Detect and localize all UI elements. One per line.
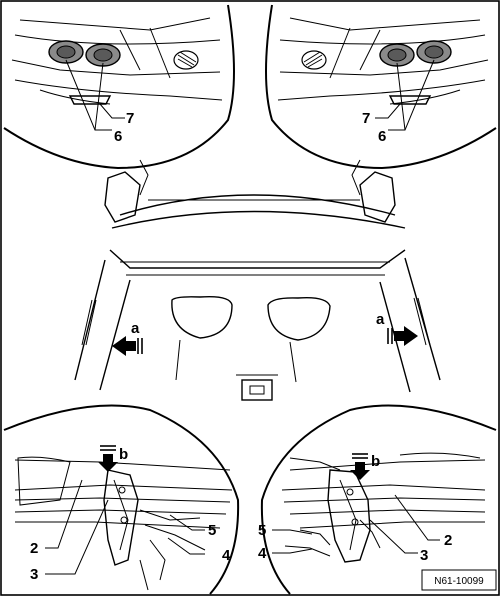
callout-6-top-left: 6	[114, 128, 122, 145]
callout-6-top-right: 6	[378, 128, 386, 145]
grommet-right-1	[416, 40, 452, 64]
figure-code-box: N61-10099	[421, 569, 497, 591]
speaker-vent-left	[173, 50, 199, 70]
figure-code: N61-10099	[434, 576, 484, 587]
speaker-vent-right	[301, 50, 327, 70]
callout-4-bottom-right: 4	[258, 545, 267, 562]
callout-4-bottom-left: 4	[222, 547, 231, 564]
arrow-b-right: b	[350, 453, 380, 480]
arrow-a-left: a	[112, 320, 143, 356]
arrow-label-a-right: a	[376, 311, 385, 328]
arrow-label-b-left: b	[119, 446, 128, 463]
detail-top-left: 6 7	[3, 4, 235, 170]
callout-2-bottom-left: 2	[30, 540, 38, 557]
callout-3-bottom-right: 3	[420, 547, 428, 564]
detail-top-right: 6 7	[265, 4, 497, 170]
callout-3-bottom-left: 3	[30, 566, 38, 583]
callout-7-top-left: 7	[126, 110, 134, 127]
callout-5-bottom-right: 5	[258, 522, 266, 539]
grommet-left-1	[48, 40, 84, 64]
grommet-left-2	[85, 43, 121, 67]
grommet-right-2	[379, 43, 415, 67]
arrow-a-right: a	[376, 311, 418, 346]
detail-bottom-right: b 2 3 4 5	[258, 404, 497, 595]
callout-5-bottom-left: 5	[208, 522, 216, 539]
callout-2-bottom-right: 2	[444, 532, 452, 549]
detail-bottom-left: b 2 3 4 5	[3, 404, 240, 595]
callout-7-top-right: 7	[362, 110, 370, 127]
arrow-label-a-left: a	[131, 320, 140, 337]
arrow-b-left: b	[98, 445, 128, 472]
vehicle-rear-view	[74, 159, 441, 401]
arrow-label-b-right: b	[371, 453, 380, 470]
